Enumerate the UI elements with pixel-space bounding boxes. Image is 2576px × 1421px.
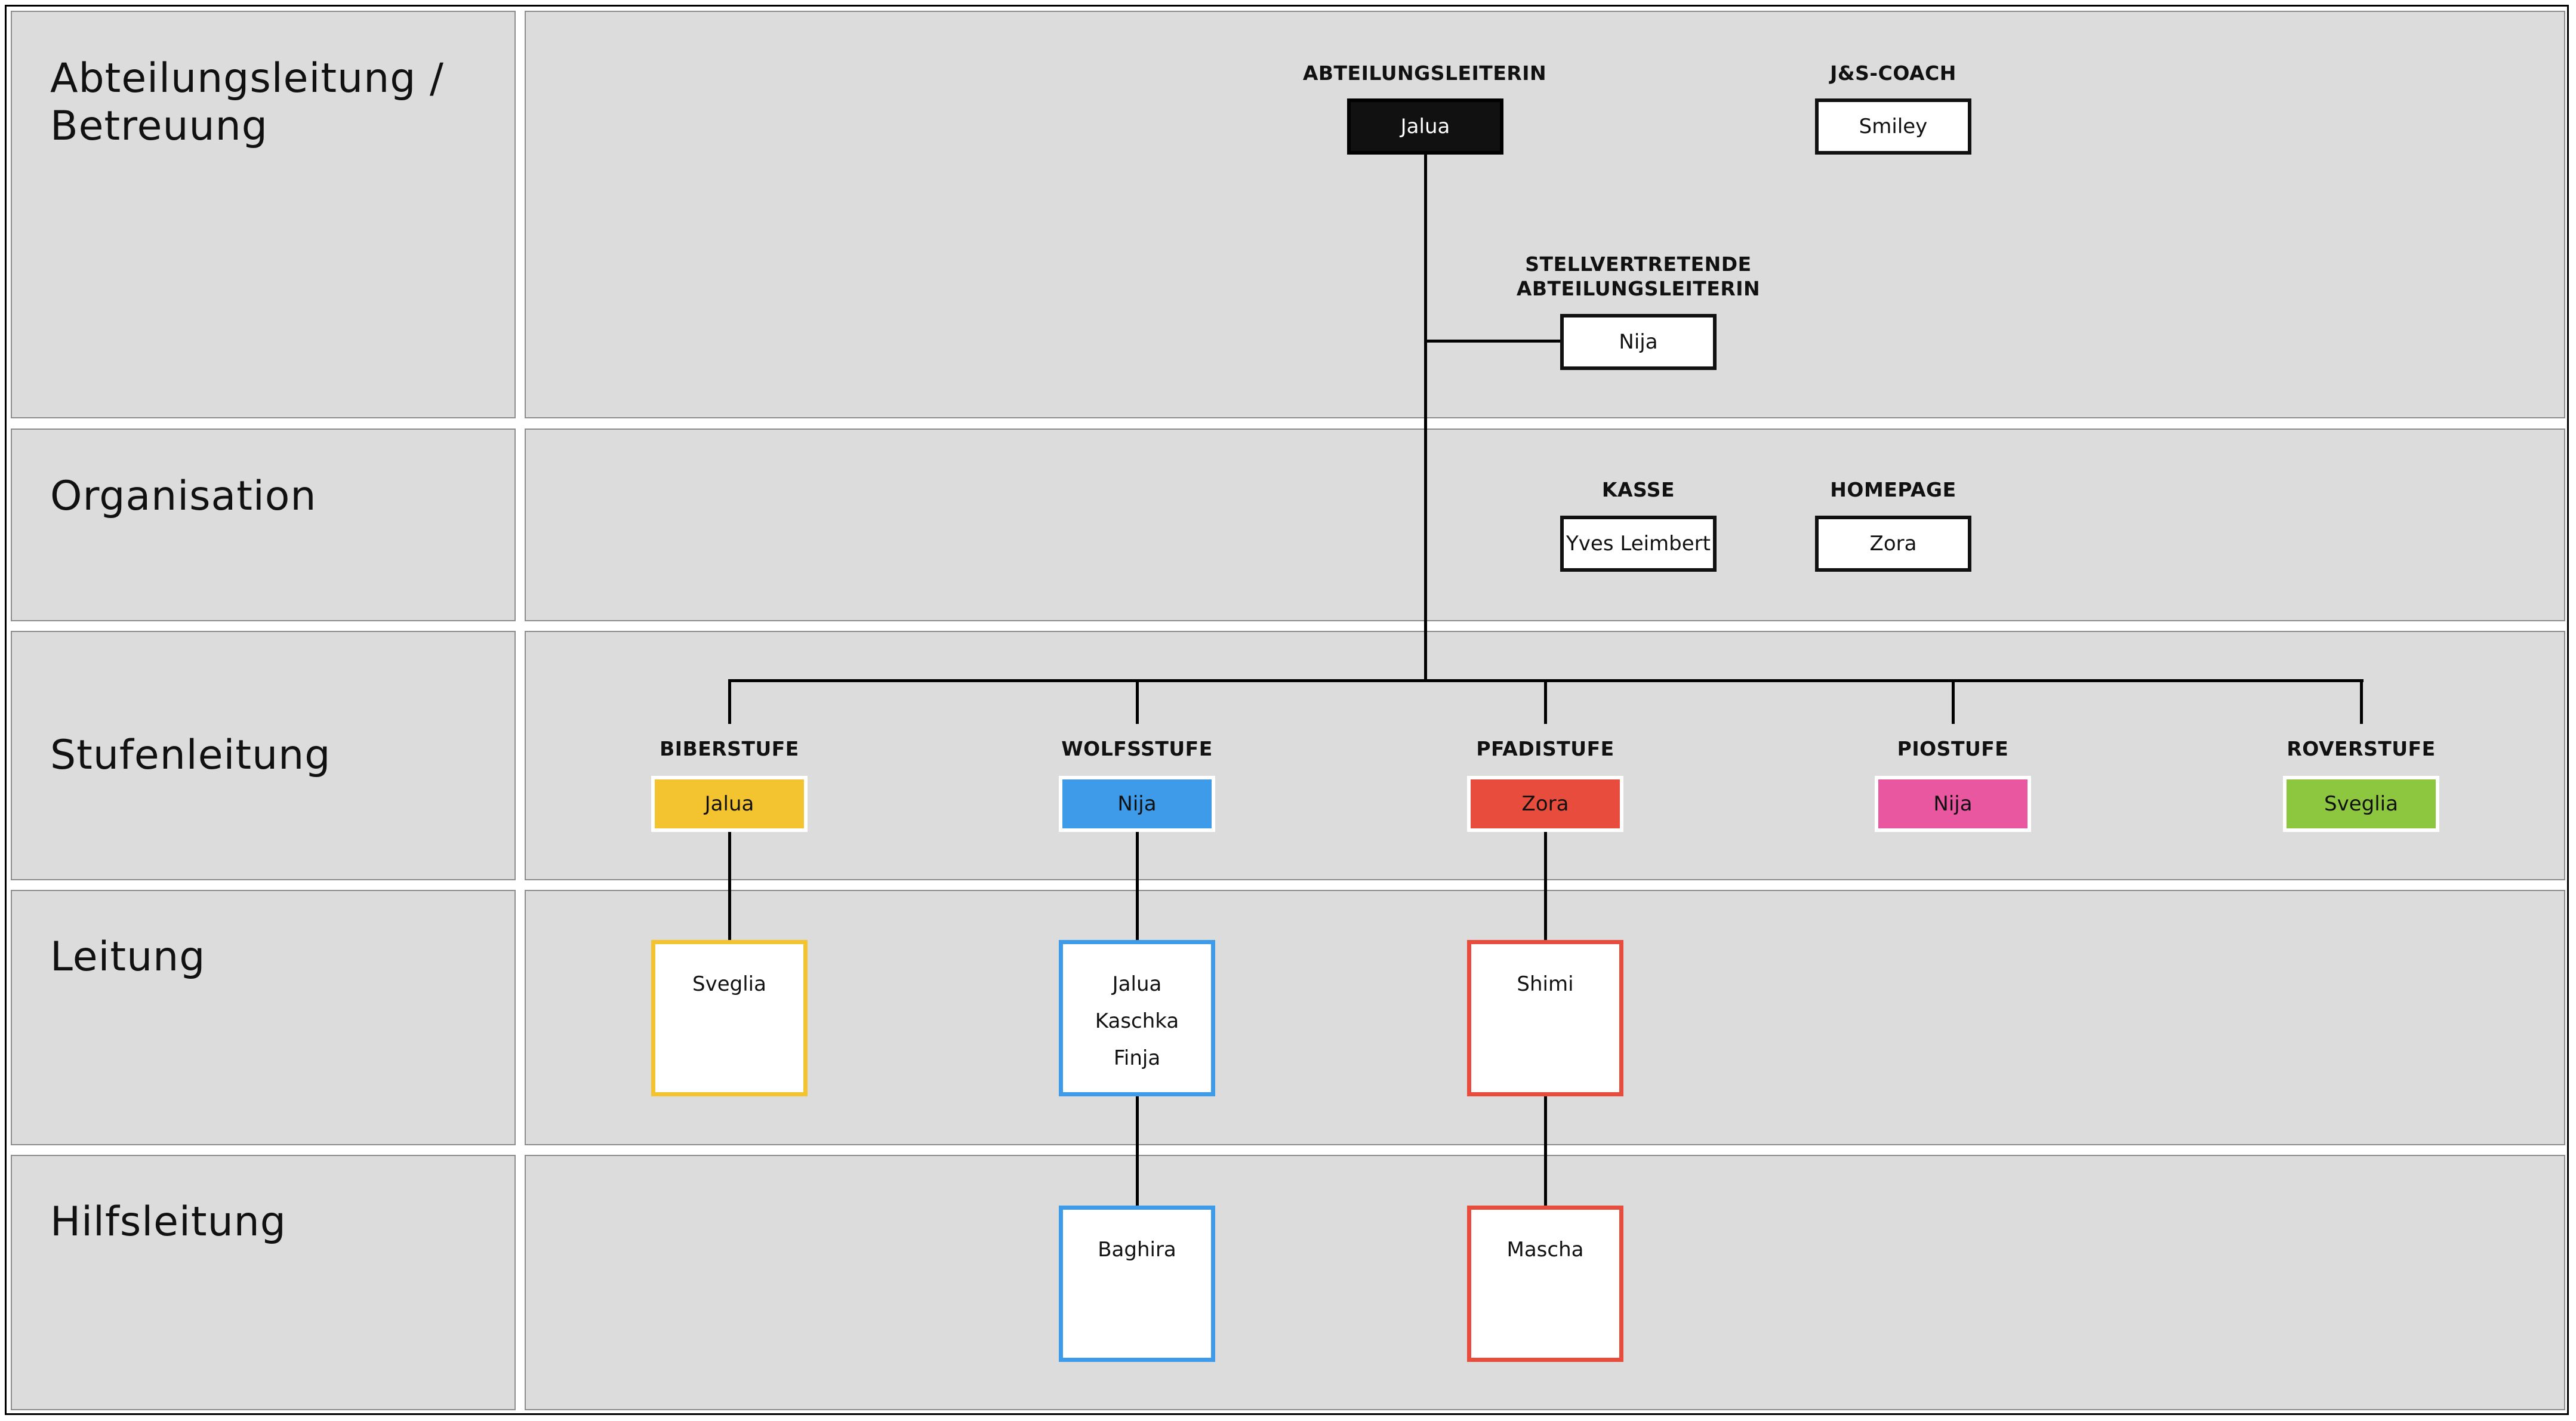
hilfsleitung-box-pfadistufe: Mascha xyxy=(1467,1206,1623,1362)
row-content-abteilungsleitung xyxy=(525,11,2565,418)
role-title-js-coach: J&S-COACH xyxy=(1830,61,1956,85)
row-label-abteilungsleitung: Abteilungsleitung / Betreuung xyxy=(50,55,444,150)
row-content-organisation xyxy=(525,429,2565,621)
row-label-leitung: Leitung xyxy=(50,933,206,981)
connector-pfadi-leitung xyxy=(1544,831,1547,940)
stufe-title-biberstufe: BIBERSTUFE xyxy=(660,737,799,760)
leitung-box-biberstufe: Sveglia xyxy=(651,940,808,1096)
hilfsleitung-box-wolfsstufe: Baghira xyxy=(1059,1206,1215,1362)
connector-stellvertretende xyxy=(1424,340,1562,343)
stufe-box-pfadistufe: Zora xyxy=(1467,776,1623,832)
stufe-box-piostufe: Nija xyxy=(1875,776,2031,832)
row-label-hilfsleitung: Hilfsleitung xyxy=(50,1198,286,1246)
row-label-cell-organisation xyxy=(11,429,516,621)
box-homepage: Zora xyxy=(1815,516,1971,572)
box-js-coach: Smiley xyxy=(1815,98,1971,155)
row-label-cell-leitung xyxy=(11,890,516,1145)
leitung-box-wolfsstufe: Jalua Kaschka Finja xyxy=(1059,940,1215,1096)
row-label-cell-stufenleitung xyxy=(11,631,516,880)
leitung-name: Finja xyxy=(1113,1046,1161,1070)
stufe-box-biberstufe: Jalua xyxy=(651,776,808,832)
role-title-stellvertretende: STELLVERTRETENDE ABTEILUNGSLEITERIN xyxy=(1516,252,1761,301)
box-kasse: Yves Leimbert xyxy=(1560,516,1717,572)
stufe-title-roverstufe: ROVERSTUFE xyxy=(2287,737,2436,760)
connector-pio-drop xyxy=(1952,679,1955,724)
connector-biber-leitung xyxy=(728,831,731,940)
row-label-cell-abteilungsleitung xyxy=(11,11,516,418)
stufe-title-wolfsstufe: WOLFSSTUFE xyxy=(1061,737,1213,760)
leitung-name: Sveglia xyxy=(692,972,766,996)
connector-wolf-drop xyxy=(1136,679,1139,724)
row-label-stufenleitung: Stufenleitung xyxy=(50,732,331,779)
role-title-abteilungsleiterin: ABTEILUNGSLEITERIN xyxy=(1302,61,1547,85)
leitung-box-pfadistufe: Shimi xyxy=(1467,940,1623,1096)
stufe-box-roverstufe: Sveglia xyxy=(2283,776,2439,832)
stufe-title-piostufe: PIOSTUFE xyxy=(1897,737,2009,760)
leitung-name: Shimi xyxy=(1517,972,1574,996)
box-abteilungsleiterin: Jalua xyxy=(1347,98,1503,155)
role-title-kasse: KASSE xyxy=(1601,478,1675,501)
hilfsleitung-name: Mascha xyxy=(1506,1238,1584,1262)
role-title-homepage: HOMEPAGE xyxy=(1830,478,1956,501)
connector-wolf-hilfsleitung xyxy=(1136,1095,1139,1206)
connector-wolf-leitung xyxy=(1136,831,1139,940)
connector-pfadi-hilfsleitung xyxy=(1544,1095,1547,1206)
leitung-name: Kaschka xyxy=(1095,1009,1179,1033)
connector-biber-drop xyxy=(728,679,731,724)
connector-pfadi-drop xyxy=(1544,679,1547,724)
box-stellvertretende: Nija xyxy=(1560,314,1717,370)
leitung-name: Jalua xyxy=(1112,972,1162,996)
row-label-organisation: Organisation xyxy=(50,473,317,520)
connector-rover-drop xyxy=(2360,679,2363,724)
row-label-cell-hilfsleitung xyxy=(11,1155,516,1410)
stufe-box-wolfsstufe: Nija xyxy=(1059,776,1215,832)
outer-frame xyxy=(5,5,2569,1415)
stufe-title-pfadistufe: PFADISTUFE xyxy=(1476,737,1614,760)
hilfsleitung-name: Baghira xyxy=(1098,1238,1176,1262)
connector-main-vertical xyxy=(1424,153,1427,682)
